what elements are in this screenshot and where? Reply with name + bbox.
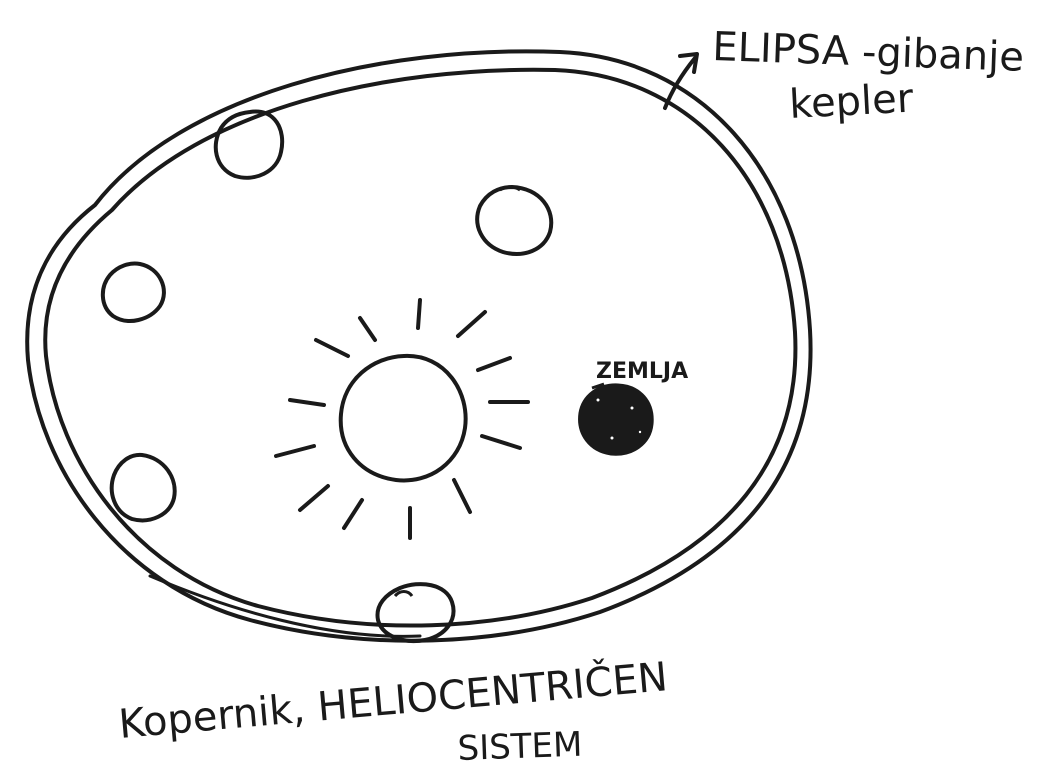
earth-speck [631,407,634,410]
earth-speck [597,399,600,402]
sun-ray-se [454,480,470,512]
sun-ray-n [418,300,420,328]
orbit-inner-stroke [45,70,795,626]
caption-line1: Kopernik, HELIOCENTRIČEN [117,652,670,748]
orbit-outer-stroke [27,51,810,640]
earth-speck [611,437,614,440]
sun-rays [276,300,528,538]
caption-line2: SISTEM [457,725,583,769]
orbit-label-line1: ELIPSA -gibanje [712,24,1025,81]
earth-body [580,385,653,454]
planet-left-lower [112,455,175,520]
planets [103,112,551,641]
sun-ray-w [290,400,324,405]
sun-ray-ne [458,312,485,336]
orbit-ellipse [27,51,810,640]
sun-ray-ese [482,436,520,448]
sun-ray-nne [360,318,375,340]
planet-bottom-mark [395,592,412,597]
planet-right [477,187,551,254]
sun-body [341,356,466,481]
earth [580,384,653,454]
sun-ray-wsw [276,446,314,456]
sun [276,300,528,538]
sun-ray-ssw [344,500,362,528]
orbit-label-line2: kepler [788,76,915,128]
planet-bottom [378,584,454,641]
earth-label: ZEMLJA [596,359,688,384]
planet-left-upper [103,263,164,320]
sun-ray-nw [316,340,348,356]
earth-speck [639,431,641,433]
planet-right-mark [500,187,520,190]
sun-ray-ene [478,358,510,370]
sun-ray-sw [300,486,328,510]
